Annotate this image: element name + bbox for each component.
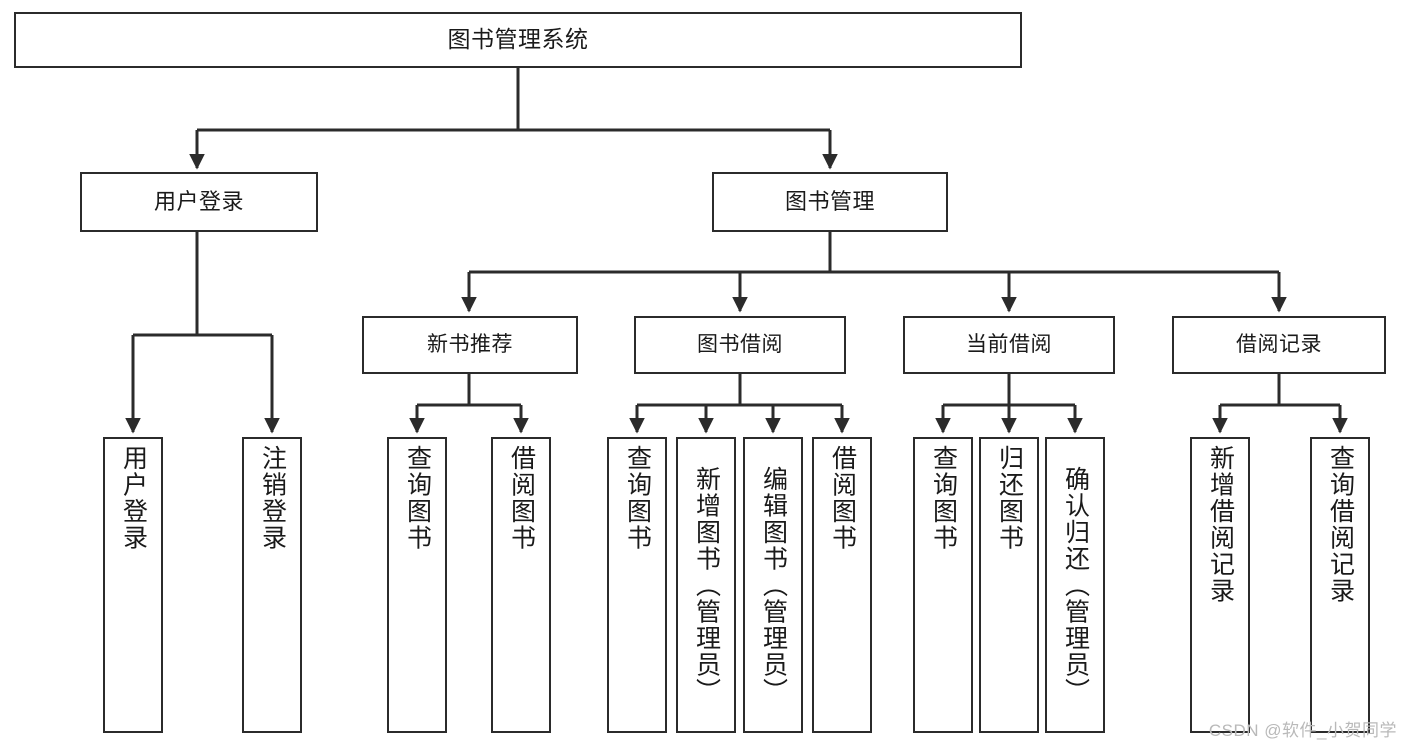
node-user-login[interactable]: 用户登录: [80, 172, 318, 232]
leaf-borrow-book-1-label: 借阅图书: [507, 445, 536, 551]
node-user-login-label: 用户登录: [153, 188, 244, 214]
leaf-borrow-book-2-label: 借阅图书: [828, 445, 857, 551]
leaf-logout[interactable]: 注销登录: [242, 437, 302, 733]
leaf-query-book-2[interactable]: 查询图书: [607, 437, 667, 733]
node-book-borrow[interactable]: 图书借阅: [634, 316, 846, 374]
node-current-borrow[interactable]: 当前借阅: [903, 316, 1115, 374]
leaf-logout-label: 注销登录: [258, 445, 287, 551]
node-current-borrow-label: 当前借阅: [966, 333, 1052, 357]
leaf-query-book-2-label: 查询图书: [623, 445, 652, 551]
leaf-add-book[interactable]: 新增图书（管理员）: [676, 437, 736, 733]
leaf-query-book-3[interactable]: 查询图书: [913, 437, 973, 733]
leaf-add-record-label: 新增借阅记录: [1206, 445, 1235, 604]
leaf-query-record[interactable]: 查询借阅记录: [1310, 437, 1370, 733]
leaf-confirm-return-label: 确认归还（管理员）: [1061, 465, 1090, 705]
leaf-confirm-return[interactable]: 确认归还（管理员）: [1045, 437, 1105, 733]
watermark: CSDN @软件_小贺同学: [1208, 721, 1397, 740]
leaf-borrow-book-1[interactable]: 借阅图书: [491, 437, 551, 733]
leaf-return-book[interactable]: 归还图书: [979, 437, 1039, 733]
node-new-book-recommendation[interactable]: 新书推荐: [362, 316, 578, 374]
node-root[interactable]: 图书管理系统: [14, 12, 1022, 68]
leaf-user-login-label: 用户登录: [119, 445, 148, 551]
leaf-query-book-1-label: 查询图书: [403, 445, 432, 551]
leaf-query-book-3-label: 查询图书: [929, 445, 958, 551]
leaf-borrow-book-2[interactable]: 借阅图书: [812, 437, 872, 733]
leaf-edit-book[interactable]: 编辑图书（管理员）: [743, 437, 803, 733]
node-new-book-recommendation-label: 新书推荐: [427, 333, 513, 357]
node-borrow-record[interactable]: 借阅记录: [1172, 316, 1386, 374]
leaf-add-record[interactable]: 新增借阅记录: [1190, 437, 1250, 733]
leaf-query-book-1[interactable]: 查询图书: [387, 437, 447, 733]
node-book-manage[interactable]: 图书管理: [712, 172, 948, 232]
leaf-edit-book-label: 编辑图书（管理员）: [759, 465, 788, 705]
leaf-return-book-label: 归还图书: [995, 445, 1024, 551]
node-root-label: 图书管理系统: [447, 26, 589, 53]
node-book-manage-label: 图书管理: [784, 188, 875, 214]
node-book-borrow-label: 图书借阅: [697, 333, 783, 357]
leaf-add-book-label: 新增图书（管理员）: [692, 465, 721, 705]
node-borrow-record-label: 借阅记录: [1236, 333, 1322, 357]
leaf-query-record-label: 查询借阅记录: [1326, 445, 1355, 604]
leaf-user-login[interactable]: 用户登录: [103, 437, 163, 733]
